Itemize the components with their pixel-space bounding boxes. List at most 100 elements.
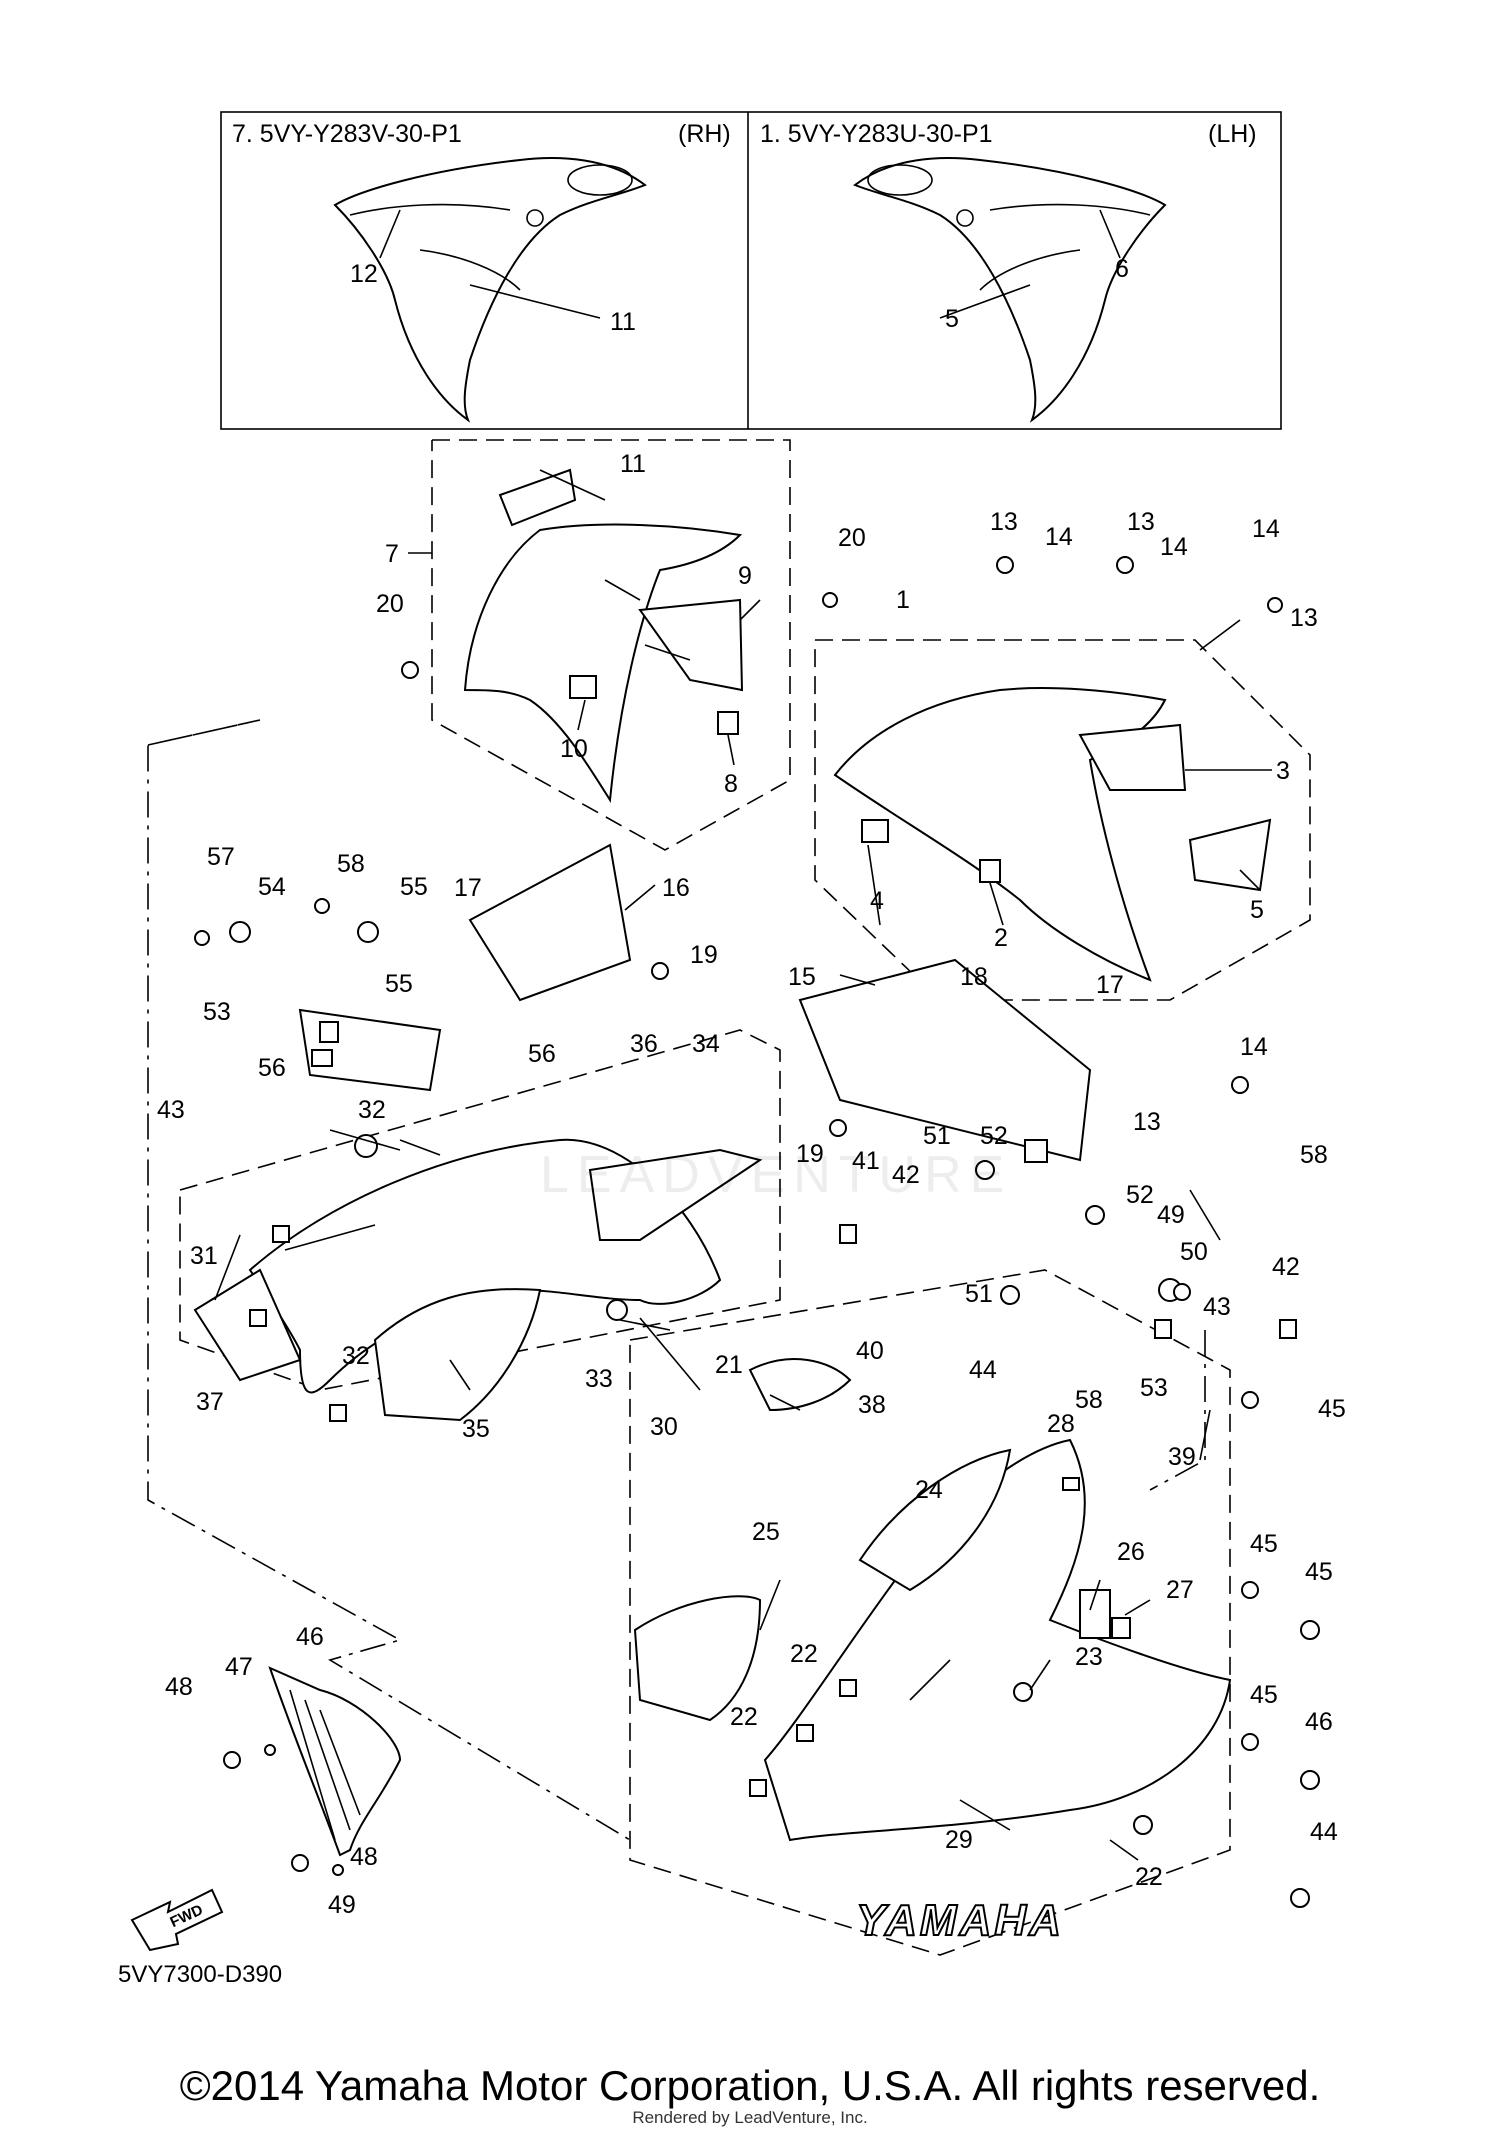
inset-rh-part-number: 7. 5VY-Y283V-30-P1 bbox=[232, 120, 462, 148]
callout-55-a: 54 bbox=[258, 873, 286, 901]
lh-under-damper bbox=[1079, 1589, 1111, 1639]
inset-frame bbox=[220, 111, 1282, 430]
callout-28: 27 bbox=[1166, 1576, 1194, 1604]
inset-rh-side: (RH) bbox=[678, 120, 731, 148]
callout-52-a: 51 bbox=[923, 1122, 951, 1150]
callout-26: 25 bbox=[752, 1518, 780, 1546]
callout-33: 32 bbox=[358, 1096, 386, 1124]
callout-5-inset: 5 bbox=[945, 305, 959, 333]
fasteners bbox=[194, 556, 1320, 1908]
callout-5: 5 bbox=[1250, 896, 1264, 924]
callout-16: 16 bbox=[662, 874, 690, 902]
callout-49-a: 48 bbox=[165, 1673, 193, 1701]
callout-48-b: 48 bbox=[350, 1843, 378, 1871]
lh-stripe-decal bbox=[979, 203, 1151, 291]
front-cover bbox=[268, 1666, 402, 1857]
callout-46-b: 46 bbox=[1305, 1708, 1333, 1736]
callout-45-c: 45 bbox=[1250, 1530, 1278, 1558]
rh-cowl-group-frame bbox=[431, 439, 791, 851]
callout-42-b: 42 bbox=[1272, 1253, 1300, 1281]
assembly-path-left bbox=[147, 719, 631, 1841]
rh-under-heat-shield bbox=[748, 1358, 852, 1412]
lh-under-cowling bbox=[763, 1438, 1232, 1842]
callout-58-a: 57 bbox=[207, 843, 235, 871]
lh-side-cowling-inset bbox=[853, 157, 1167, 423]
copyright-notice: ©2014 Yamaha Motor Corporation, U.S.A. A… bbox=[179, 2062, 1321, 2109]
callout-58-c: 58 bbox=[1300, 1141, 1328, 1169]
callout-34: 33 bbox=[585, 1365, 613, 1393]
callout-56-a: 55 bbox=[385, 970, 413, 998]
callout-45-d: 45 bbox=[1250, 1681, 1278, 1709]
lh-under-spacer bbox=[1111, 1617, 1131, 1639]
callout-46-a: 45 bbox=[1305, 1558, 1333, 1586]
callout-43-a: 42 bbox=[892, 1161, 920, 1189]
callout-13-b: 13 bbox=[1127, 508, 1155, 536]
callout-58-d: 58 bbox=[1075, 1386, 1103, 1414]
rh-under-intake-trim bbox=[588, 1148, 763, 1241]
callout-35: 34 bbox=[692, 1030, 720, 1058]
callout-20-b: 20 bbox=[838, 524, 866, 552]
callout-10: 10 bbox=[560, 735, 588, 763]
callout-49-b: 49 bbox=[328, 1891, 356, 1919]
leader-lines bbox=[214, 469, 1272, 1861]
callout-44-b: 44 bbox=[1310, 1818, 1338, 1846]
callout-53-b: 53 bbox=[1140, 1374, 1168, 1402]
rh-decal bbox=[498, 468, 577, 527]
callout-8: 8 bbox=[724, 770, 738, 798]
callout-47: 46 bbox=[296, 1623, 324, 1651]
callout-14-b: 14 bbox=[1160, 533, 1188, 561]
callout-44-a: 43 bbox=[157, 1096, 185, 1124]
callout-11-inset: 11 bbox=[610, 308, 636, 336]
callout-32-a: 31 bbox=[190, 1242, 218, 1270]
callout-17-b: 17 bbox=[1096, 971, 1124, 999]
callout-36: 35 bbox=[462, 1415, 490, 1443]
callout-2: 2 bbox=[994, 924, 1008, 952]
rendered-by-notice: Rendered by LeadVenture, Inc. bbox=[632, 2108, 868, 2127]
callout-45-a: 44 bbox=[969, 1356, 997, 1384]
rh-intake-duct bbox=[638, 598, 744, 692]
callout-21: 21 bbox=[715, 1351, 743, 1379]
rh-inner-panel bbox=[468, 843, 632, 1002]
callout-11: 11 bbox=[620, 450, 646, 478]
callout-53-a: 52 bbox=[980, 1122, 1008, 1150]
callout-30: 29 bbox=[945, 1826, 973, 1854]
callout-22-b: 22 bbox=[730, 1703, 758, 1731]
lh-intake-duct bbox=[1078, 723, 1187, 791]
callout-51-b: 51 bbox=[965, 1280, 993, 1308]
lh-cowl-group-frame bbox=[814, 639, 1311, 1001]
assembly-path-right bbox=[1149, 1330, 1206, 1491]
callout-29: 28 bbox=[1047, 1410, 1075, 1438]
rh-intake-opening bbox=[567, 164, 633, 196]
callout-15: 15 bbox=[788, 963, 816, 991]
callout-6: 6 bbox=[1115, 255, 1129, 283]
callout-14-a: 14 bbox=[1045, 523, 1073, 551]
lh-inner-panel bbox=[798, 958, 1092, 1162]
callout-19-b: 19 bbox=[796, 1140, 824, 1168]
callout-40: 39 bbox=[1168, 1443, 1196, 1471]
callout-56-b: 56 bbox=[528, 1040, 556, 1068]
callout-31: 30 bbox=[650, 1413, 678, 1441]
rh-under-cowl-group-frame bbox=[179, 1029, 781, 1391]
callout-32-b: 32 bbox=[342, 1342, 370, 1370]
callout-51-a: 50 bbox=[1180, 1238, 1208, 1266]
fwd-arrow bbox=[130, 1888, 224, 1952]
callout-54: 53 bbox=[203, 998, 231, 1026]
callout-50: 49 bbox=[1157, 1201, 1185, 1229]
callout-42-a: 41 bbox=[852, 1147, 880, 1175]
inset-lh-side: (LH) bbox=[1208, 120, 1257, 148]
callout-24: 23 bbox=[1075, 1643, 1103, 1671]
lh-under-intake-trim bbox=[858, 1448, 1012, 1592]
callout-55-b: 55 bbox=[400, 873, 428, 901]
rh-stripe-decal bbox=[349, 203, 521, 291]
callout-9: 9 bbox=[738, 562, 752, 590]
rh-damper bbox=[569, 675, 597, 699]
callout-20-a: 20 bbox=[376, 590, 404, 618]
rh-side-cowling-inset bbox=[333, 157, 647, 423]
callout-14-c: 14 bbox=[1252, 515, 1280, 543]
callout-labels: 1 2 3 4 5 5 6 7 8 9 10 11 11 12 13 13 13… bbox=[157, 255, 1346, 1919]
callout-57: 56 bbox=[258, 1054, 286, 1082]
callout-45-b: 45 bbox=[1318, 1395, 1346, 1423]
lh-under-cowl-group-frame bbox=[629, 1269, 1231, 1956]
rh-under-side-plate bbox=[193, 1268, 302, 1382]
